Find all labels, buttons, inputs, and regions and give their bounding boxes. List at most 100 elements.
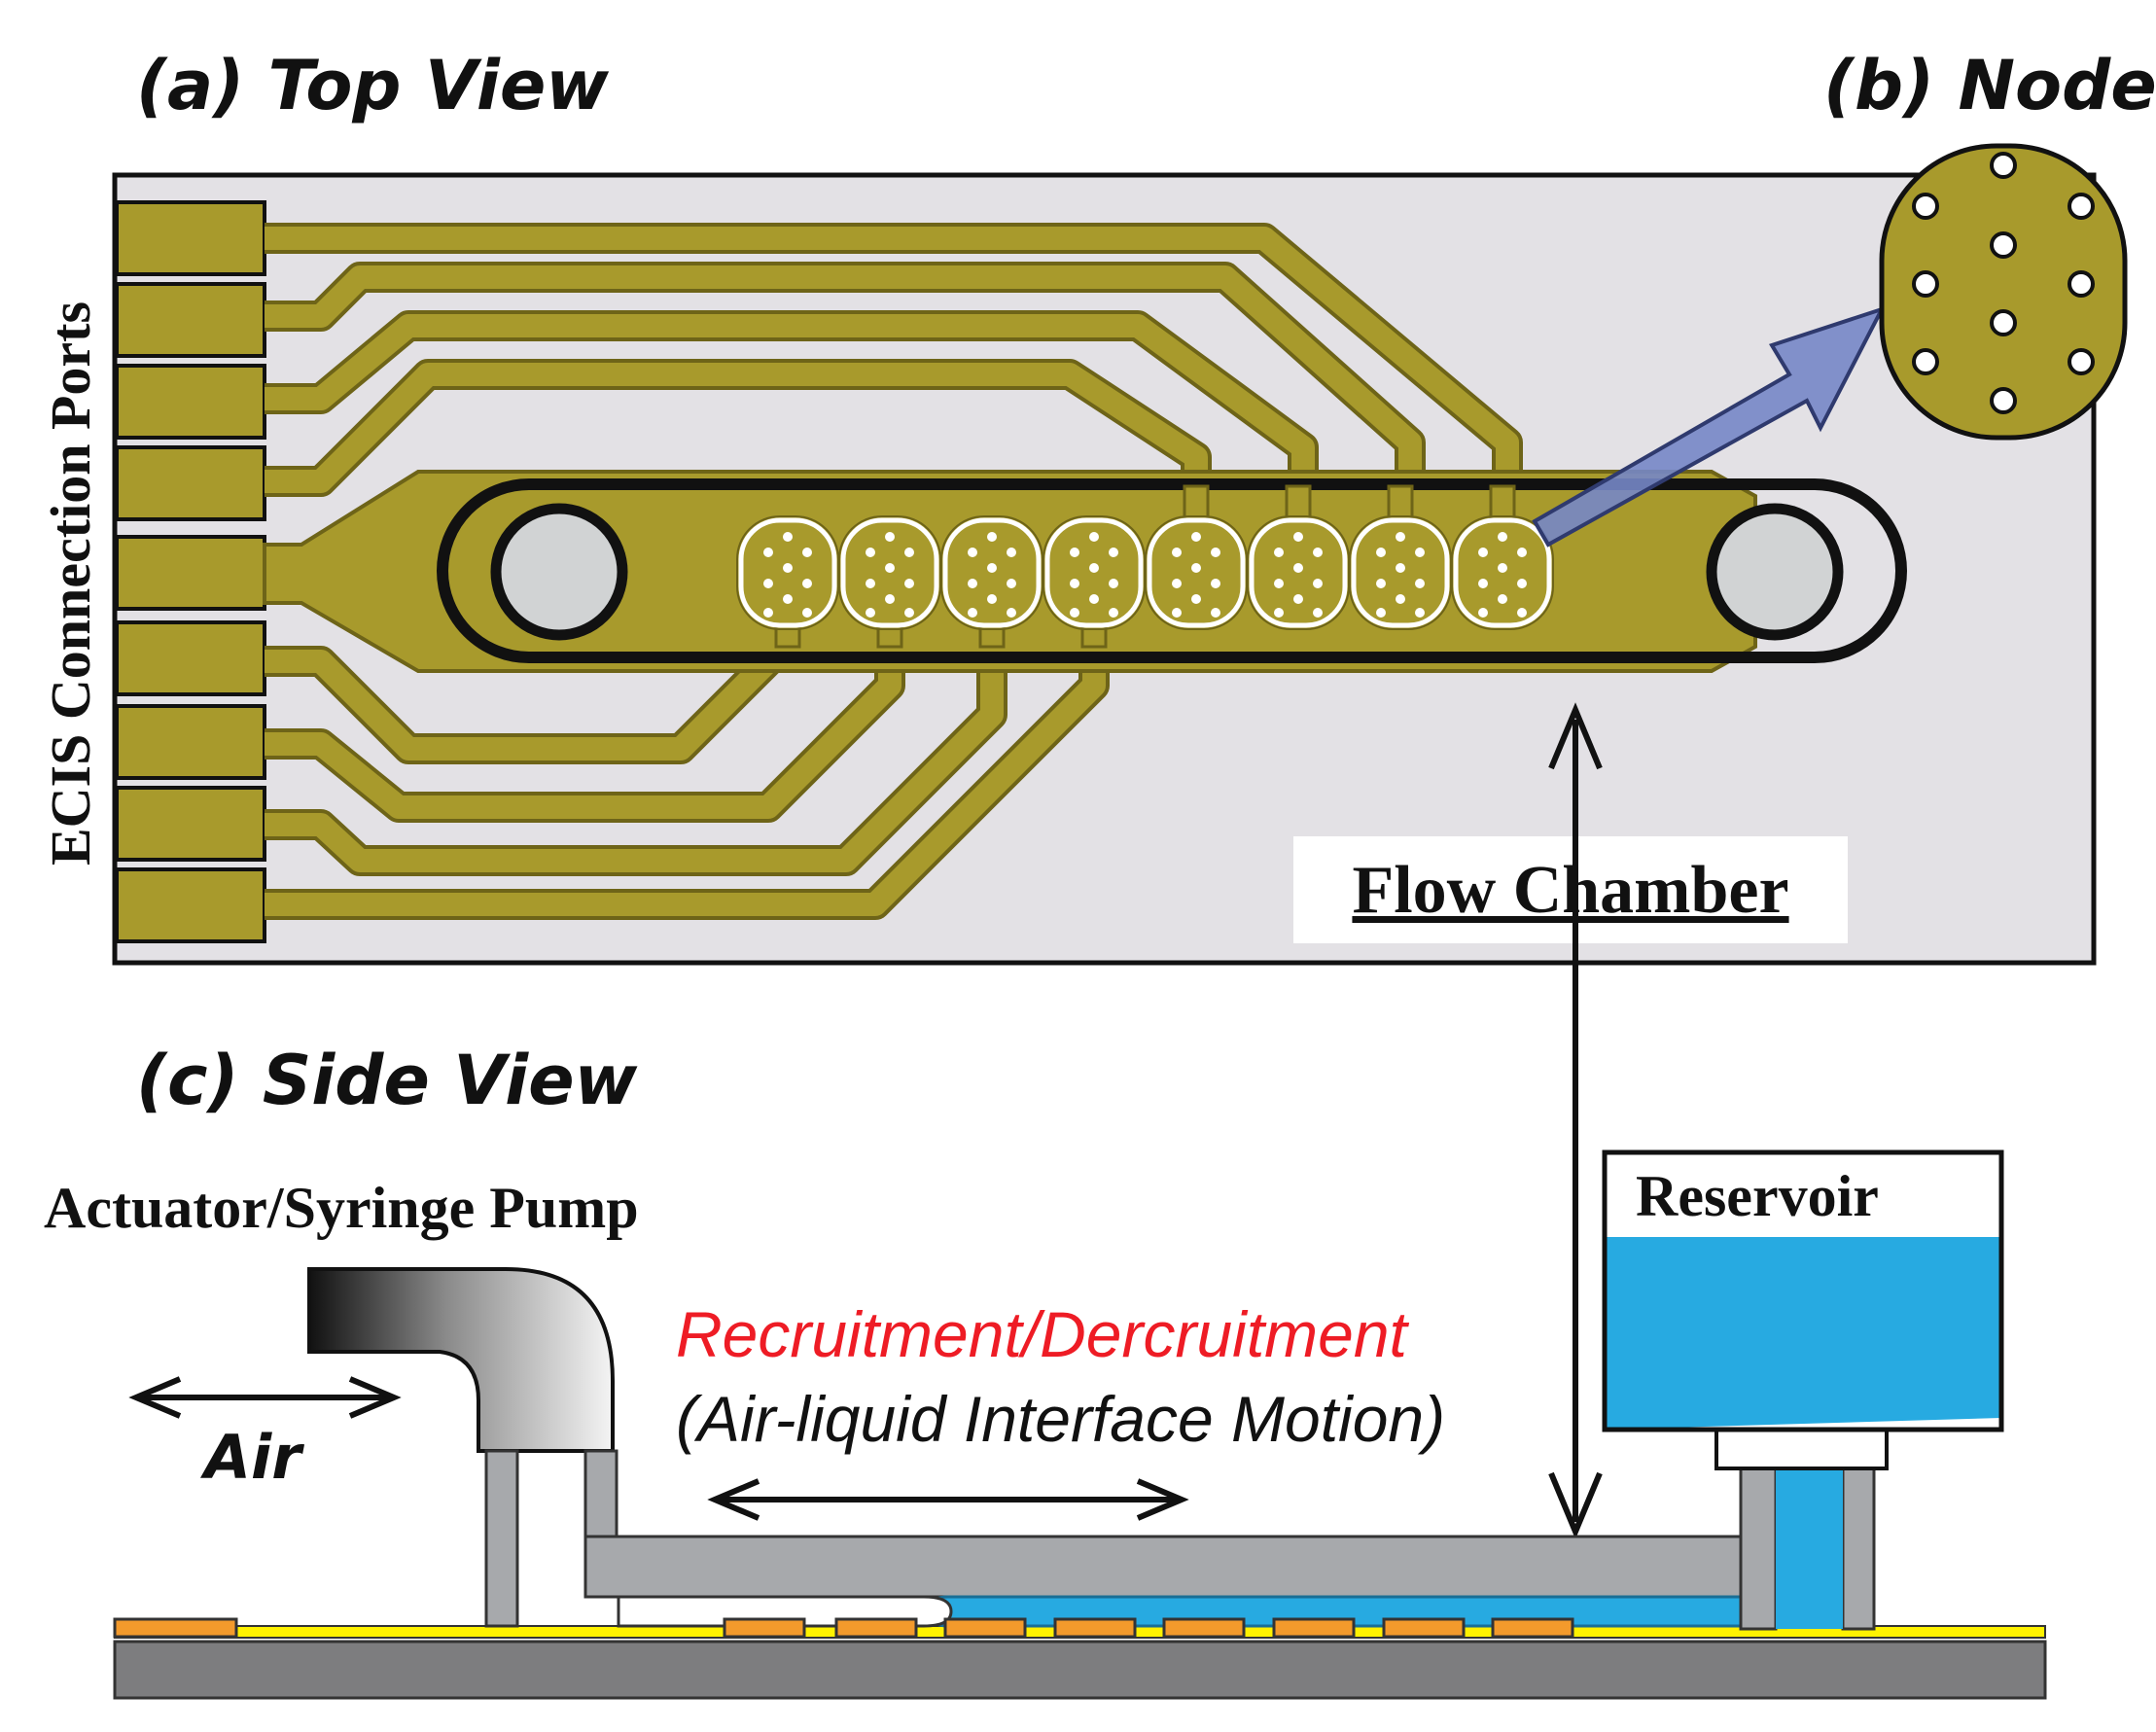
micro-electrode-dot <box>802 579 812 588</box>
micro-electrode-dot <box>1191 532 1201 542</box>
chamber-ceiling-top <box>583 1535 1777 1599</box>
micro-electrode-dot <box>904 548 914 557</box>
micro-electrode-dot <box>1517 608 1527 618</box>
side-electrode <box>1053 1617 1137 1639</box>
micro-electrode-dot <box>1274 579 1284 588</box>
micro-electrode-dot <box>783 563 793 573</box>
ecis-port <box>115 535 266 611</box>
micro-electrode-dot <box>1172 608 1182 618</box>
top-view-title: (a) Top View <box>136 46 609 125</box>
micro-electrode-dot <box>866 608 875 618</box>
node-detail-dots <box>1912 152 2095 414</box>
micro-electrode-dot <box>1396 532 1405 542</box>
ecis-port <box>115 200 266 276</box>
micro-electrode-dot <box>885 563 895 573</box>
micro-electrode-dot <box>1007 579 1016 588</box>
micro-electrode-dot <box>802 608 812 618</box>
micro-electrode-dot <box>1089 563 1099 573</box>
interface-motion-arrow <box>707 1478 1189 1521</box>
micro-electrode-dot <box>1109 608 1118 618</box>
node-title: (b) Node <box>1823 46 2156 125</box>
node-detail <box>1879 143 2128 441</box>
micro-electrode-dot <box>763 579 773 588</box>
air-arrow <box>128 1376 402 1419</box>
micro-electrode-dot <box>1313 579 1323 588</box>
micro-electrode-dot <box>1211 548 1220 557</box>
side-electrode-row <box>113 1617 1574 1639</box>
ecis-port <box>115 786 266 862</box>
reservoir-liquid-tube <box>1776 1468 1843 1629</box>
micro-electrode-dot <box>1478 579 1488 588</box>
micro-electrode-dot <box>1211 579 1220 588</box>
side-view-title: (c) Side View <box>136 1041 638 1120</box>
air-label: Air <box>199 1422 304 1493</box>
micro-electrode-dot <box>1498 563 1507 573</box>
micro-electrode-dot <box>1376 548 1386 557</box>
ecis-port <box>115 364 266 440</box>
micro-electrode-dot <box>1498 594 1507 604</box>
micro-electrode-dot <box>1498 532 1507 542</box>
micro-electrode-dot <box>1517 548 1527 557</box>
micro-electrode-dot <box>1274 548 1284 557</box>
micro-electrode-dot <box>904 579 914 588</box>
micro-electrode-dot <box>1109 548 1118 557</box>
micro-electrode-dot <box>1070 579 1079 588</box>
side-electrode <box>113 1617 238 1639</box>
micro-electrode-dot <box>885 532 895 542</box>
reservoir-tube-wall <box>1739 1467 1778 1631</box>
micro-electrode-dot <box>1376 579 1386 588</box>
micro-electrode-dot <box>1191 563 1201 573</box>
reservoir-label: Reservoir <box>1636 1164 1879 1228</box>
micro-electrode-dot <box>1415 579 1425 588</box>
micro-electrode-dot <box>783 532 793 542</box>
micro-electrode-dot <box>1172 548 1182 557</box>
micro-electrode-dot <box>1109 579 1118 588</box>
micro-electrode-dot <box>1478 608 1488 618</box>
micro-electrode-dot <box>1172 579 1182 588</box>
micro-electrode-dot <box>1293 594 1303 604</box>
side-electrode <box>1491 1617 1574 1639</box>
reservoir-liquid <box>1605 1237 2001 1430</box>
side-electrode <box>1162 1617 1246 1639</box>
pump-tube-wall <box>484 1449 519 1628</box>
micro-electrode-dot <box>1517 579 1527 588</box>
flow-chamber-pointer-arrow <box>1548 702 1603 1539</box>
ecis-port <box>115 704 266 780</box>
micro-electrode-dot <box>1089 532 1099 542</box>
micro-electrode-dot <box>968 548 977 557</box>
micro-electrode-dot <box>1293 563 1303 573</box>
micro-electrode-dot <box>1396 594 1405 604</box>
micro-electrode-dot <box>1313 608 1323 618</box>
micro-electrode-dot <box>802 548 812 557</box>
ecis-port <box>115 445 266 521</box>
flow-chamber-label: Flow Chamber <box>1352 853 1788 928</box>
ecis-port <box>115 282 266 358</box>
micro-electrode-dot <box>904 608 914 618</box>
micro-electrode-dot <box>1415 548 1425 557</box>
micro-electrode-dot <box>763 548 773 557</box>
micro-electrode-dot <box>968 608 977 618</box>
micro-electrode-dot <box>866 579 875 588</box>
micro-electrode-dot <box>1089 594 1099 604</box>
side-electrode <box>943 1617 1027 1639</box>
micro-electrode-dot <box>1191 594 1201 604</box>
micro-electrode-dot <box>1293 532 1303 542</box>
micro-electrode-dot <box>1478 548 1488 557</box>
micro-electrode-dot <box>1415 608 1425 618</box>
ecis-port <box>115 620 266 696</box>
chamber-inlet-port <box>490 503 628 641</box>
chamber-outlet-port <box>1706 503 1844 641</box>
micro-electrode-dot <box>987 532 997 542</box>
reservoir-body <box>1602 1149 2004 1432</box>
ecis-ports-label: ECIS Connection Ports <box>39 301 102 866</box>
micro-electrode-dot <box>1211 608 1220 618</box>
flow-chamber-outline <box>437 478 1907 663</box>
micro-electrode-dot <box>1396 563 1405 573</box>
side-electrode <box>834 1617 918 1639</box>
side-electrode <box>723 1617 806 1639</box>
flow-chamber-label-box <box>1293 836 1848 943</box>
micro-electrode-dot <box>968 579 977 588</box>
micro-electrode-dot <box>1274 608 1284 618</box>
micro-electrode-dot <box>987 563 997 573</box>
syringe-pump-elbow <box>307 1267 615 1453</box>
